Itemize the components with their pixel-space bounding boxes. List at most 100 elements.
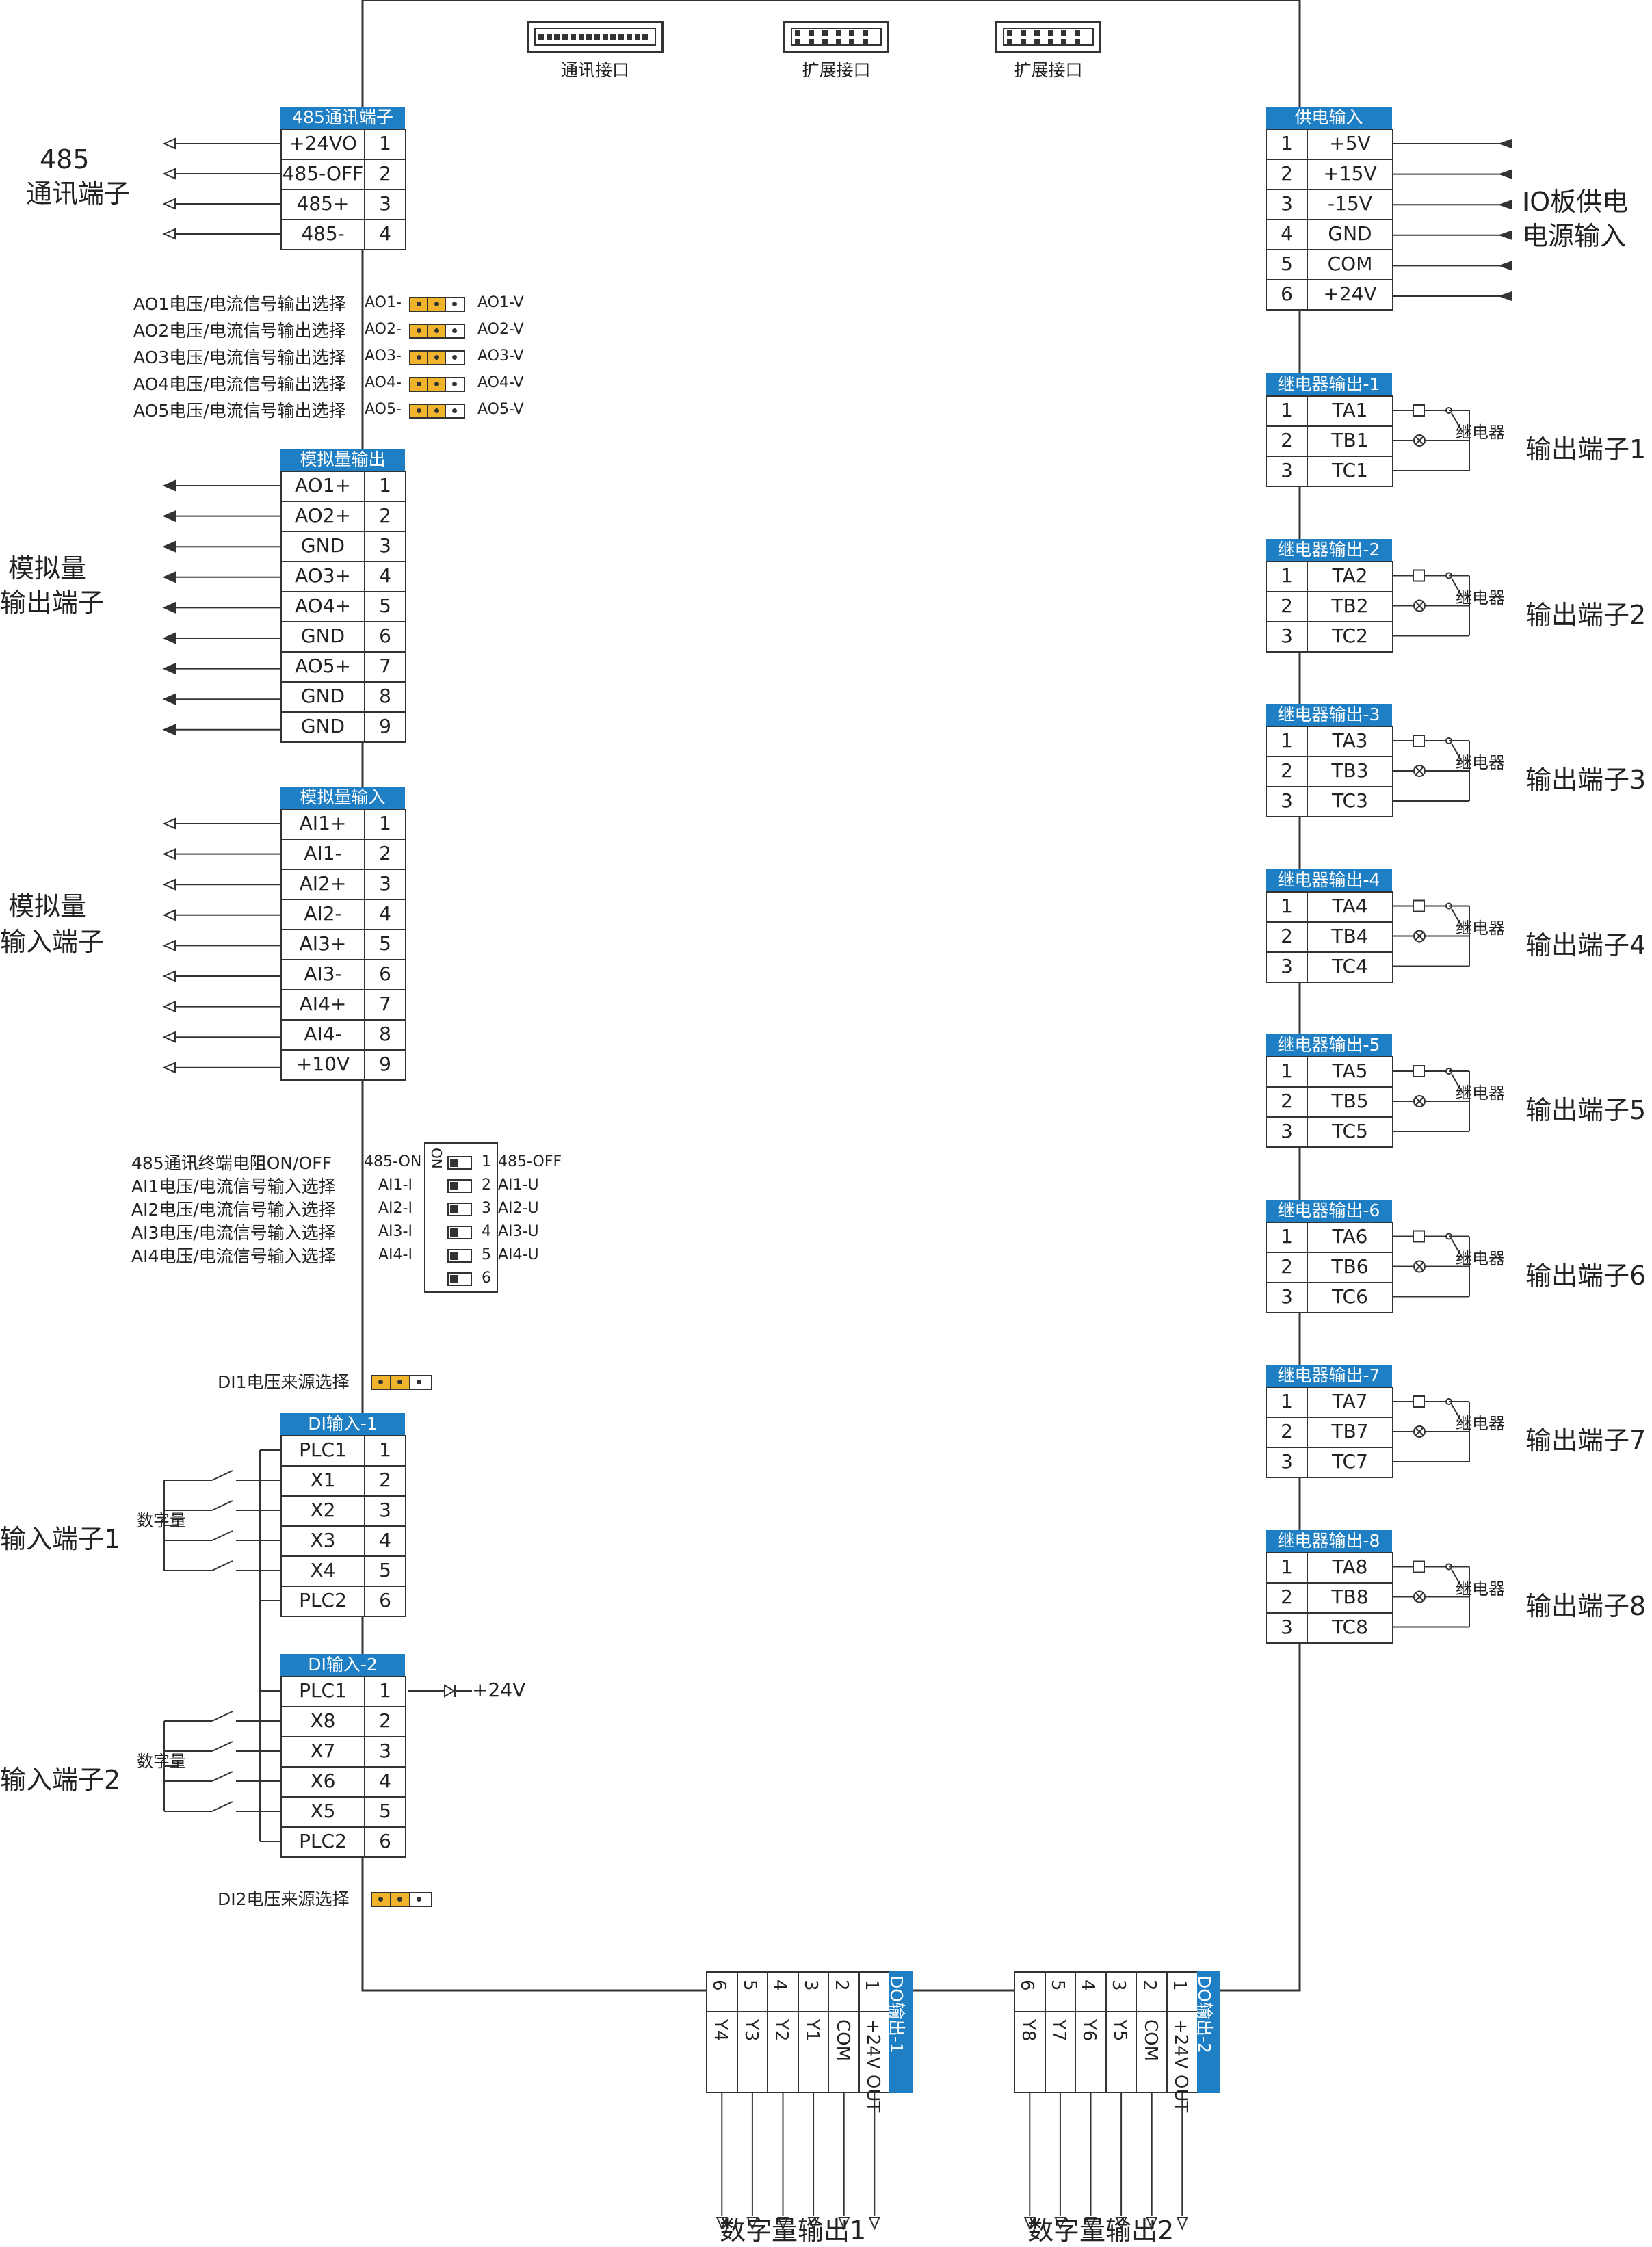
- ao-jumper[interactable]: [409, 324, 465, 339]
- analog-in-cell-b[interactable]: 4: [364, 899, 406, 930]
- relay-cell-a[interactable]: 1: [1266, 560, 1308, 592]
- di2-cell-a[interactable]: PLC1: [280, 1676, 365, 1707]
- analog-out-cell-b[interactable]: 2: [364, 501, 406, 532]
- di2-cell-b[interactable]: 2: [364, 1706, 406, 1737]
- ao-jumper[interactable]: [409, 297, 465, 312]
- di1-cell-a[interactable]: X4: [280, 1555, 365, 1587]
- analog-in-cell-a[interactable]: +10V: [280, 1049, 365, 1081]
- analog-in-cell-a[interactable]: AI1+: [280, 809, 365, 840]
- analog-out-cell-b[interactable]: 6: [364, 621, 406, 653]
- do2-col-num[interactable]: 5: [1044, 1971, 1077, 2012]
- relay-cell-b[interactable]: TB6: [1307, 1251, 1393, 1283]
- relay-cell-b[interactable]: TB1: [1307, 425, 1393, 457]
- power-cell-b[interactable]: -15V: [1307, 189, 1393, 220]
- analog-in-cell-b[interactable]: 5: [364, 929, 406, 960]
- analog-in-cell-b[interactable]: 9: [364, 1049, 406, 1081]
- rs485-cell-a[interactable]: 485+: [280, 189, 365, 220]
- di2-cell-b[interactable]: 4: [364, 1766, 406, 1798]
- relay-cell-b[interactable]: TC4: [1307, 951, 1393, 983]
- do1-col-num[interactable]: 5: [736, 1971, 769, 2012]
- do2-col-name[interactable]: Y7: [1044, 2011, 1077, 2093]
- relay-cell-b[interactable]: TA5: [1307, 1056, 1393, 1088]
- rs485-cell-a[interactable]: +24VO: [280, 129, 365, 160]
- di1-cell-a[interactable]: PLC2: [280, 1586, 365, 1617]
- analog-in-cell-a[interactable]: AI4+: [280, 989, 365, 1021]
- relay-cell-a[interactable]: 3: [1266, 1447, 1308, 1478]
- di1-cell-b[interactable]: 4: [364, 1525, 406, 1557]
- do2-col-name[interactable]: COM: [1136, 2011, 1168, 2093]
- analog-out-cell-b[interactable]: 7: [364, 651, 406, 683]
- do1-col-num[interactable]: 2: [828, 1971, 860, 2012]
- do2-col-num[interactable]: 2: [1136, 1971, 1168, 2012]
- di2-cell-a[interactable]: X7: [280, 1736, 365, 1768]
- di2-cell-a[interactable]: PLC2: [280, 1826, 365, 1858]
- dip-toggle[interactable]: [447, 1179, 472, 1193]
- analog-in-cell-b[interactable]: 1: [364, 809, 406, 840]
- relay-cell-a[interactable]: 3: [1266, 1281, 1308, 1313]
- power-cell-b[interactable]: +24V: [1307, 279, 1393, 311]
- relay-cell-a[interactable]: 3: [1266, 1116, 1308, 1148]
- analog-in-cell-b[interactable]: 7: [364, 989, 406, 1021]
- relay-cell-a[interactable]: 1: [1266, 891, 1308, 923]
- power-cell-a[interactable]: 3: [1266, 189, 1308, 220]
- analog-out-cell-a[interactable]: AO1+: [280, 471, 365, 502]
- relay-cell-a[interactable]: 2: [1266, 756, 1308, 787]
- relay-cell-b[interactable]: TA2: [1307, 560, 1393, 592]
- di1-cell-a[interactable]: X1: [280, 1465, 365, 1497]
- analog-out-cell-b[interactable]: 3: [364, 531, 406, 562]
- do2-col-name[interactable]: Y5: [1105, 2011, 1138, 2093]
- relay-cell-b[interactable]: TB4: [1307, 921, 1393, 953]
- rs485-cell-b[interactable]: 3: [364, 189, 406, 220]
- relay-cell-a[interactable]: 1: [1266, 1221, 1308, 1253]
- analog-in-cell-a[interactable]: AI3+: [280, 929, 365, 960]
- power-cell-a[interactable]: 4: [1266, 219, 1308, 250]
- ao-jumper[interactable]: [409, 377, 465, 392]
- di-select-jumper[interactable]: [371, 1375, 432, 1390]
- relay-cell-a[interactable]: 1: [1266, 395, 1308, 427]
- ao-jumper[interactable]: [409, 350, 465, 365]
- analog-out-cell-b[interactable]: 8: [364, 681, 406, 713]
- dip-toggle[interactable]: [447, 1203, 472, 1216]
- dip-toggle[interactable]: [447, 1226, 472, 1239]
- do1-col-name[interactable]: COM: [828, 2011, 860, 2093]
- di1-cell-b[interactable]: 6: [364, 1586, 406, 1617]
- rs485-cell-b[interactable]: 2: [364, 159, 406, 190]
- analog-in-cell-a[interactable]: AI2-: [280, 899, 365, 930]
- do1-col-num[interactable]: 4: [767, 1971, 799, 2012]
- do2-col-name[interactable]: Y6: [1075, 2011, 1107, 2093]
- analog-out-cell-a[interactable]: GND: [280, 531, 365, 562]
- power-cell-b[interactable]: +15V: [1307, 159, 1393, 190]
- power-cell-b[interactable]: +5V: [1307, 129, 1393, 160]
- relay-cell-b[interactable]: TB2: [1307, 590, 1393, 622]
- relay-cell-b[interactable]: TA6: [1307, 1221, 1393, 1253]
- do1-col-name[interactable]: Y4: [706, 2011, 738, 2093]
- di2-cell-a[interactable]: X8: [280, 1706, 365, 1737]
- do2-col-num[interactable]: 4: [1075, 1971, 1107, 2012]
- di1-cell-b[interactable]: 2: [364, 1465, 406, 1497]
- power-cell-a[interactable]: 1: [1266, 129, 1308, 160]
- relay-cell-b[interactable]: TC2: [1307, 620, 1393, 653]
- di2-cell-b[interactable]: 6: [364, 1826, 406, 1858]
- analog-in-cell-a[interactable]: AI4-: [280, 1019, 365, 1051]
- di2-cell-b[interactable]: 3: [364, 1736, 406, 1768]
- do1-col-num[interactable]: 3: [797, 1971, 830, 2012]
- do1-col-num[interactable]: 6: [706, 1971, 738, 2012]
- relay-cell-a[interactable]: 3: [1266, 1612, 1308, 1644]
- di1-cell-b[interactable]: 3: [364, 1495, 406, 1527]
- di2-cell-b[interactable]: 5: [364, 1796, 406, 1828]
- di1-cell-a[interactable]: X3: [280, 1525, 365, 1557]
- do2-col-num[interactable]: 3: [1105, 1971, 1138, 2012]
- do1-col-name[interactable]: Y2: [767, 2011, 799, 2093]
- analog-out-cell-b[interactable]: 9: [364, 711, 406, 743]
- relay-cell-a[interactable]: 3: [1266, 786, 1308, 817]
- power-cell-b[interactable]: COM: [1307, 249, 1393, 280]
- rs485-cell-b[interactable]: 1: [364, 129, 406, 160]
- analog-out-cell-b[interactable]: 5: [364, 591, 406, 622]
- power-cell-a[interactable]: 2: [1266, 159, 1308, 190]
- relay-cell-b[interactable]: TB5: [1307, 1086, 1393, 1118]
- analog-in-cell-a[interactable]: AI1-: [280, 839, 365, 870]
- relay-cell-a[interactable]: 1: [1266, 1056, 1308, 1088]
- relay-cell-a[interactable]: 3: [1266, 620, 1308, 653]
- analog-in-cell-b[interactable]: 2: [364, 839, 406, 870]
- analog-out-cell-a[interactable]: AO3+: [280, 561, 365, 592]
